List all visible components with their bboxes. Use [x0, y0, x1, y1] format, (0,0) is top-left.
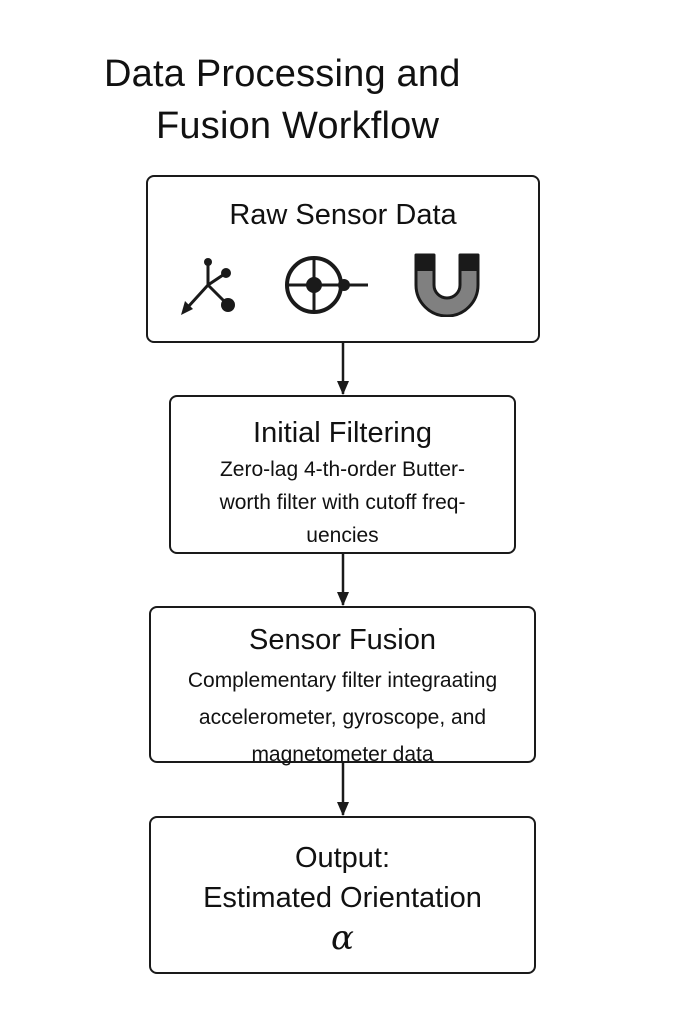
sensor-fusion-desc-line-1: Complementary filter integraating	[187, 669, 498, 692]
magnet-icon	[414, 253, 480, 317]
initial-filtering-box: Initial Filtering Zero-lag 4-th-order Bu…	[169, 395, 516, 554]
initial-filtering-desc-line-1: Zero-lag 4-th-order Butter-	[219, 458, 466, 481]
sensor-fusion-heading: Sensor Fusion	[249, 624, 436, 656]
raw-sensor-data-box: Raw Sensor Data	[146, 175, 540, 343]
arrowhead-filter-to-fusion	[337, 592, 349, 606]
initial-filtering-heading: Initial Filtering	[253, 417, 432, 449]
diagram-title: Data Processing and Fusion Workflow	[104, 48, 564, 152]
accelerometer-icon	[181, 258, 235, 315]
sensor-fusion-desc-line-3: magnetometer data	[251, 743, 434, 766]
title-line-1: Data Processing and	[104, 53, 461, 95]
gyroscope-icon	[285, 256, 368, 314]
raw-sensor-data-heading: Raw Sensor Data	[229, 199, 457, 231]
sensor-icons	[148, 253, 538, 323]
orientation-symbol: α	[331, 918, 354, 958]
sensor-fusion-box: Sensor Fusion Complementary filter integ…	[149, 606, 536, 766]
output-heading-line-2: Estimated Orientation	[203, 882, 482, 914]
output-heading-line-1: Output:	[294, 842, 391, 874]
output-box: Output: Estimated Orientation α	[149, 816, 536, 974]
arrowhead-raw-to-filter	[337, 381, 349, 395]
sensor-fusion-desc-line-2: accelerometer, gyroscope, and	[198, 706, 487, 729]
arrowhead-fusion-to-output	[337, 802, 349, 816]
initial-filtering-desc-line-3: uencies	[306, 524, 379, 547]
title-line-2: Fusion Workflow	[156, 105, 440, 147]
initial-filtering-desc-line-2: worth filter with cutoff freq-	[219, 491, 466, 514]
